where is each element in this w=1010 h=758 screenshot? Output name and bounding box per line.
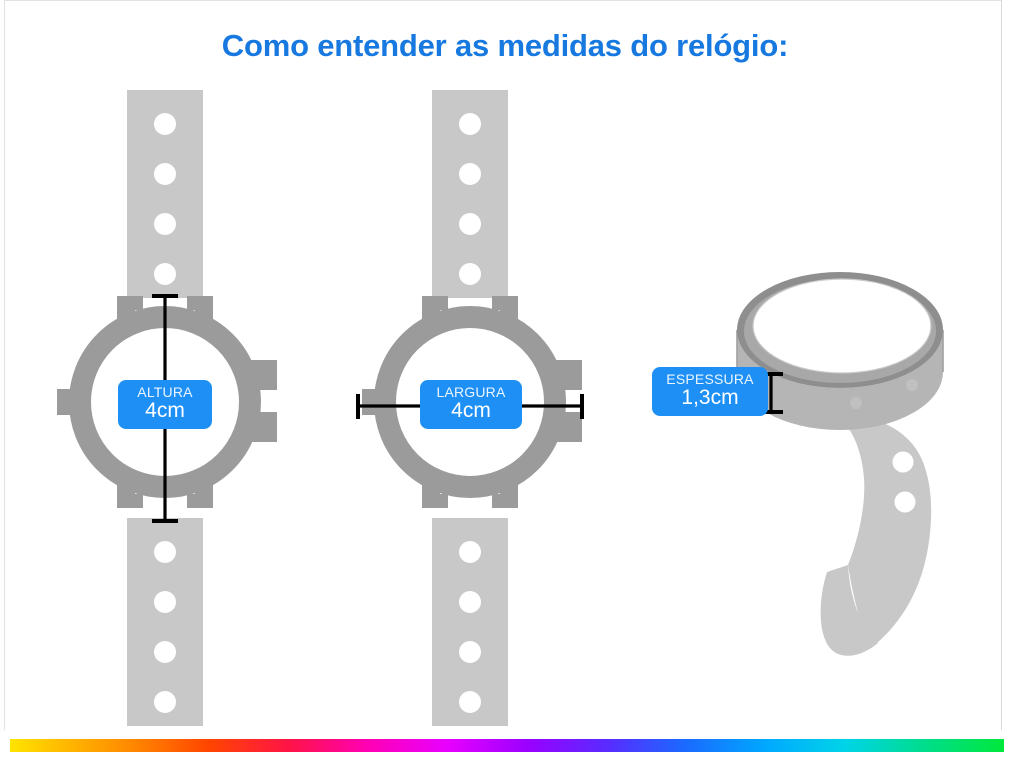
badge-espessura-value: 1,3cm xyxy=(681,386,739,410)
rainbow-footer-bar xyxy=(10,739,1004,752)
badge-largura-caption: LARGURA xyxy=(436,384,506,400)
strap-top-largura xyxy=(432,90,508,298)
strap-hole-2 xyxy=(894,491,916,513)
lug-nub-2 xyxy=(850,397,862,409)
page-border-right xyxy=(1001,0,1002,730)
watch-dial-espessura xyxy=(752,278,932,374)
badge-largura[interactable]: LARGURA 4cm xyxy=(420,380,522,429)
badge-espessura-caption: ESPESSURA xyxy=(666,371,754,387)
lug-nub-1 xyxy=(906,379,918,391)
case-body-outline-espessura xyxy=(736,330,944,372)
strap-hole-1 xyxy=(892,451,914,473)
badge-altura-caption: ALTURA xyxy=(137,384,193,400)
page-title: Como entender as medidas do relógio: xyxy=(221,28,789,63)
page-border-left xyxy=(4,0,5,730)
strap-bottom-altura xyxy=(127,518,203,726)
badge-altura[interactable]: ALTURA 4cm xyxy=(118,380,212,429)
diagram-espessura xyxy=(736,272,944,656)
page-border-top xyxy=(4,0,1002,1)
badge-altura-value: 4cm xyxy=(145,399,185,423)
strap-side-tail xyxy=(820,565,878,656)
badge-espessura[interactable]: ESPESSURA 1,3cm xyxy=(652,367,768,416)
badge-largura-value: 4cm xyxy=(451,399,491,423)
strap-top-altura xyxy=(127,90,203,298)
case-body-espessura xyxy=(737,330,943,430)
strap-bottom-largura xyxy=(432,518,508,726)
